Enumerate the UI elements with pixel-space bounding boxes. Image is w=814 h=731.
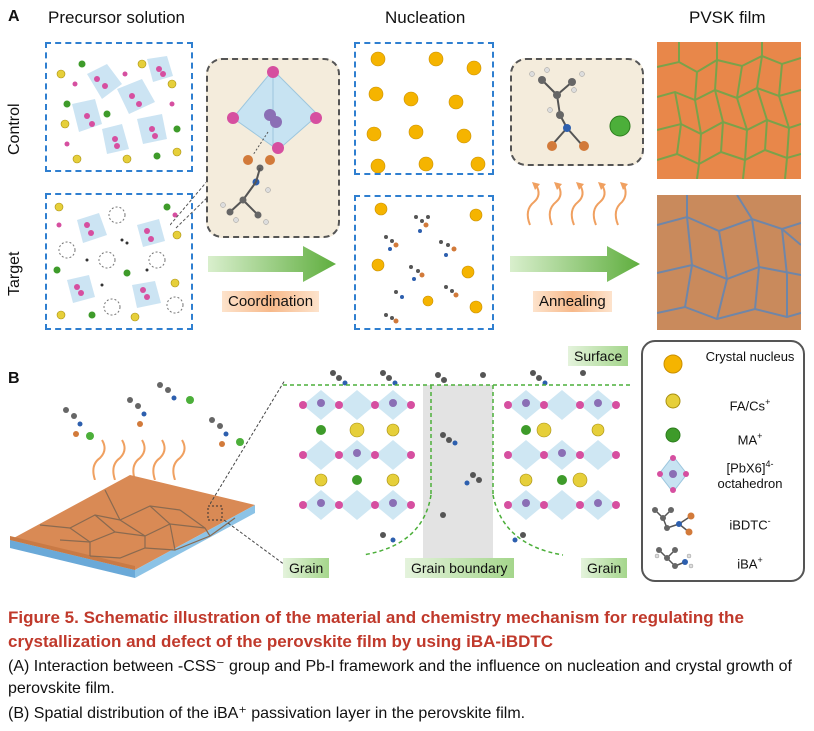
header-pvsk-film: PVSK film bbox=[689, 8, 766, 27]
pvsk-film-control bbox=[657, 42, 801, 179]
pb-octahedron-molecule bbox=[220, 66, 322, 225]
annealing-inset bbox=[510, 58, 644, 166]
label-grain-boundary: Grain boundary bbox=[405, 558, 514, 578]
precursor-target-particles bbox=[53, 202, 184, 322]
figure-caption-title: Figure 5. Schematic illustration of the … bbox=[8, 608, 744, 651]
zoom-lines-b bbox=[210, 379, 286, 566]
annealing-label: Annealing bbox=[533, 291, 612, 312]
heat-arrows-a bbox=[526, 182, 628, 226]
legend-crystal-nucleus: Crystal nucleus bbox=[705, 349, 795, 364]
nucleation-target-box bbox=[354, 195, 494, 330]
octahedron-icon bbox=[657, 455, 689, 493]
coordination-arrow bbox=[208, 246, 336, 282]
ma-icon bbox=[665, 427, 681, 443]
lattice-cross-section bbox=[283, 370, 633, 560]
panel-b-letter: B bbox=[8, 370, 20, 387]
legend-box: Crystal nucleus FA/Cs+ MA+ [PbX6]4-octah… bbox=[641, 340, 805, 582]
legend-fa-cs: FA/Cs+ bbox=[729, 397, 771, 414]
figure-caption-a: (A) Interaction between -CSS⁻ group and … bbox=[8, 658, 792, 697]
label-grain-left: Grain bbox=[283, 558, 330, 578]
coordination-label: Coordination bbox=[222, 291, 320, 312]
pvsk-film-target bbox=[657, 195, 801, 330]
coordination-inset bbox=[206, 58, 340, 238]
escaping-molecules bbox=[63, 382, 244, 480]
legend-iba: iBA+ bbox=[737, 555, 763, 572]
precursor-target-box bbox=[45, 193, 193, 330]
crystal-nucleus-icon bbox=[663, 354, 683, 374]
fa-cs-icon bbox=[665, 393, 681, 409]
label-grain-right: Grain bbox=[581, 558, 628, 578]
precursor-control-particles bbox=[56, 56, 182, 164]
perovskite-film-slab bbox=[10, 475, 255, 578]
nucleation-control-nuclei bbox=[366, 51, 486, 174]
ibdtc-ma-molecule bbox=[529, 67, 631, 151]
annealing-arrow bbox=[510, 246, 640, 282]
legend-ibdtc: iBDTC- bbox=[729, 516, 771, 533]
nucleation-target-nuclei bbox=[371, 202, 483, 324]
ibdtc-molecule-icon bbox=[652, 507, 695, 536]
iba-molecule-icon bbox=[654, 547, 694, 569]
label-surface: Surface bbox=[568, 346, 629, 366]
panel-a-letter: A bbox=[8, 8, 20, 25]
row-label-target: Target bbox=[6, 251, 23, 296]
legend-octahedron: [PbX6]4-octahedron bbox=[717, 459, 783, 492]
row-label-control: Control bbox=[6, 103, 23, 155]
precursor-control-box bbox=[45, 42, 193, 172]
legend-ma: MA+ bbox=[737, 431, 763, 448]
figure-caption-b: (B) Spatial distribution of the iBA⁺ pas… bbox=[8, 705, 526, 722]
header-precursor: Precursor solution bbox=[48, 8, 186, 27]
nucleation-control-box bbox=[354, 42, 494, 175]
header-nucleation: Nucleation bbox=[385, 8, 466, 27]
